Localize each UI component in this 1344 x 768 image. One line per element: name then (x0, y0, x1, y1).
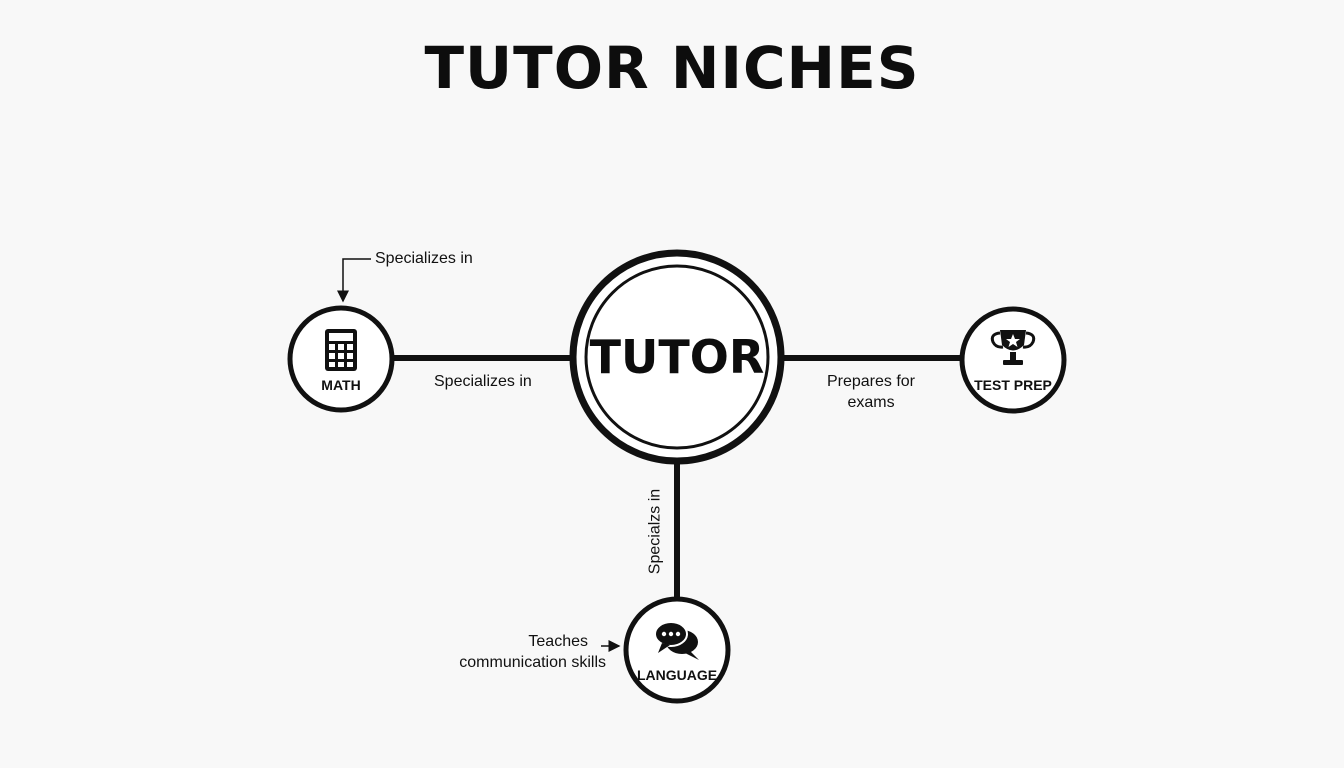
calculator-icon (325, 329, 357, 371)
speech-bubbles-icon (654, 621, 699, 660)
language-annotation-line1: Teaches (528, 633, 588, 650)
tutor-node-outer-ring (569, 249, 785, 465)
trophy-icon (990, 330, 1036, 365)
test-prep-edge-label-line1: Prepares for (826, 373, 916, 390)
test-prep-node-label: TEST PREP (974, 377, 1052, 393)
tutor-node-label: TUTOR (589, 330, 765, 384)
test-prep-edge-label-line2: exams (847, 394, 895, 411)
math-annotation-arrow (337, 258, 371, 303)
language-edge-label: Specialzs in (646, 488, 664, 575)
language-node-label: LANGUAGE (636, 667, 718, 683)
math-edge-label: Specializes in (434, 373, 532, 390)
diagram-title: TUTOR NICHES (424, 34, 920, 102)
tutor-node-inner-ring (584, 264, 770, 450)
math-annotation-label: Specializes in (375, 250, 473, 267)
language-annotation-line2: communication skills (459, 654, 606, 671)
math-node-label: MATH (321, 377, 361, 393)
